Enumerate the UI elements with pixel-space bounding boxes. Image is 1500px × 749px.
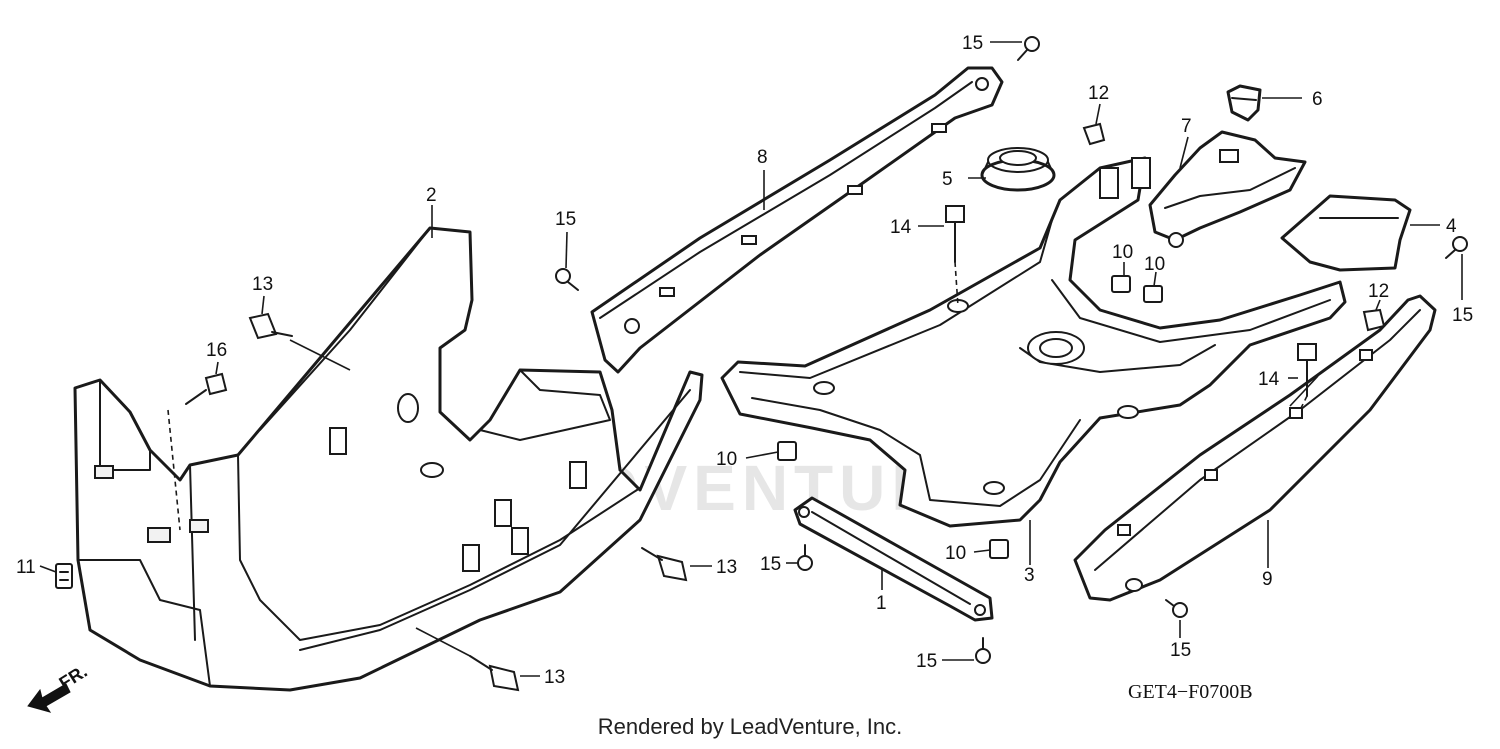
callout-13a: 13: [252, 274, 273, 295]
part-1-floor-stay[interactable]: [793, 496, 994, 622]
callout-10b: 10: [1144, 254, 1165, 275]
front-arrow-icon: [27, 683, 71, 713]
part-13-bolt[interactable]: [248, 312, 688, 692]
part-10-clip-nut[interactable]: [777, 275, 1163, 559]
callout-10c: 10: [716, 449, 737, 470]
part-4-lid[interactable]: [1280, 194, 1412, 272]
callout-15e: 15: [916, 651, 937, 672]
diagram-code: GET4−F0700B: [1128, 681, 1253, 703]
part-8-floor-side-rail[interactable]: [590, 66, 1004, 374]
part-12-grommet[interactable]: [1082, 122, 1386, 332]
callout-15a: 15: [962, 33, 983, 54]
part-14-bolt[interactable]: [945, 205, 1317, 397]
callout-14b: 14: [1258, 369, 1280, 390]
callout-4: 4: [1446, 216, 1457, 237]
callout-1: 1: [876, 593, 887, 614]
callout-3: 3: [1024, 565, 1035, 586]
callout-12b: 12: [1368, 281, 1389, 302]
part-5-grommet[interactable]: [980, 147, 1056, 192]
part-15-screw[interactable]: [555, 36, 1468, 664]
callout-7: 7: [1181, 116, 1192, 137]
callout-5: 5: [942, 169, 953, 190]
front-direction-indicator: FR.: [27, 661, 91, 713]
callout-15d: 15: [760, 554, 781, 575]
callout-12a: 12: [1088, 83, 1109, 104]
part-9-floor-side-rail[interactable]: [1073, 294, 1437, 602]
callout-15c: 15: [1452, 305, 1473, 326]
callout-14a: 14: [890, 217, 912, 238]
part-3-floor-panel[interactable]: [720, 156, 1347, 528]
credit-footer: Rendered by LeadVenture, Inc.: [597, 714, 903, 739]
callout-10a: 10: [1112, 242, 1133, 263]
callout-6: 6: [1312, 89, 1323, 110]
callout-15b: 15: [555, 209, 576, 230]
part-7-cover[interactable]: [1148, 130, 1307, 248]
part-6-cap[interactable]: [1226, 84, 1262, 122]
callout-13c: 13: [544, 667, 565, 688]
callout-2: 2: [426, 185, 437, 206]
callout-13b: 13: [716, 557, 737, 578]
leader-lines: [39, 41, 1463, 677]
part-11-clip[interactable]: [55, 563, 73, 589]
callout-10d: 10: [945, 543, 966, 564]
callout-16: 16: [206, 340, 227, 361]
callout-9: 9: [1262, 569, 1273, 590]
callout-15f: 15: [1170, 640, 1191, 661]
callout-8: 8: [757, 147, 768, 168]
callout-11: 11: [16, 557, 36, 578]
callout-labels: 1 2 3 4 5 6 7 8 9 10 10 10 10 11 12 12 1…: [16, 33, 1473, 688]
part-16-bolt[interactable]: [185, 372, 228, 405]
part-2-front-under-cover[interactable]: [73, 226, 704, 692]
